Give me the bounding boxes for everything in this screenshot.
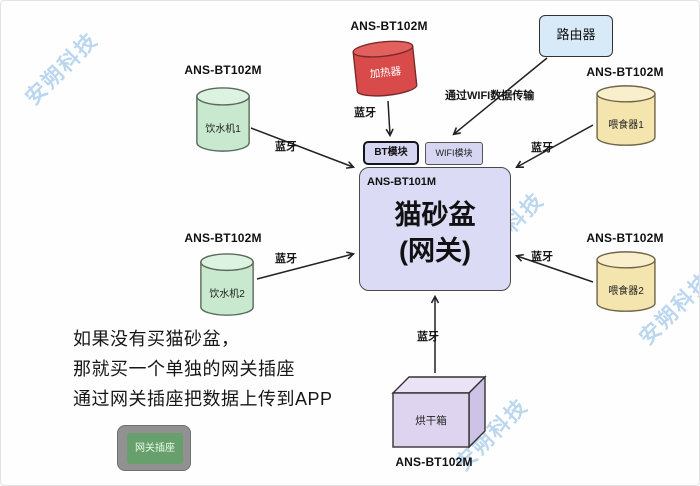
gateway-socket-label: 网关插座 (127, 433, 183, 464)
note-line-2: 那就买一个单独的网关插座 (73, 359, 295, 379)
bt-module-box: BT模块 (363, 141, 419, 165)
note-line-3: 通过网关插座把数据上传到APP (73, 389, 333, 409)
arrow-feeder1-to-gateway (517, 124, 594, 167)
device-water1: 饮水机1 (195, 87, 251, 153)
device-model-water1: ANS-BT102M (184, 63, 262, 77)
cylinder-shape (195, 87, 251, 153)
bt-label-heater: 蓝牙 (354, 107, 376, 119)
bt-label-water2: 蓝牙 (275, 253, 297, 265)
arrow-heater-to-bt-module (388, 100, 390, 135)
device-label-water1: 饮水机1 (205, 124, 241, 135)
arrow-feeder2-to-gateway (517, 256, 594, 283)
device-label-dryer: 烘干箱 (415, 415, 447, 427)
gateway-box: ANS-BT101M 猫砂盆 (网关) (359, 167, 511, 291)
device-model-heater: ANS-BT102M (350, 19, 428, 33)
device-model-water2: ANS-BT102M (184, 231, 262, 245)
gateway-socket: 网关插座 (117, 425, 191, 471)
device-model-feeder2: ANS-BT102M (586, 231, 664, 245)
device-label-water2: 饮水机2 (209, 289, 245, 300)
arrow-water1-to-gateway (250, 127, 353, 167)
watermark-text: 安朔科技 (21, 28, 103, 110)
cylinder-shape (595, 251, 657, 313)
device-label-feeder1: 喂食器1 (608, 120, 644, 131)
bt-label-dryer: 蓝牙 (417, 331, 439, 343)
device-dryer: 烘干箱 (391, 375, 487, 449)
box-3d-shape (391, 375, 487, 449)
device-feeder2: 喂食器2 (595, 251, 657, 313)
device-model-feeder1: ANS-BT102M (586, 65, 664, 79)
bt-label-water1: 蓝牙 (275, 141, 297, 153)
cylinder-shape (595, 85, 657, 147)
device-model-dryer: ANS-BT102M (395, 455, 473, 469)
device-water2: 饮水机2 (199, 253, 255, 317)
arrow-water2-to-gateway (256, 254, 353, 280)
gateway-title: 猫砂盆 (394, 200, 476, 230)
device-heater: 加热器 (350, 38, 420, 100)
cylinder-shape (199, 253, 255, 317)
gateway-subtitle: (网关) (399, 236, 471, 266)
device-label-feeder2: 喂食器2 (608, 286, 644, 297)
note-line-1: 如果没有买猫砂盆， (73, 329, 240, 349)
bt-label-feeder1: 蓝牙 (531, 142, 553, 154)
bt-label-feeder2: 蓝牙 (531, 251, 553, 263)
gateway-model: ANS-BT101M (367, 176, 437, 188)
wifi-module-box: WIFI模块 (425, 142, 483, 165)
cylinder-shape (350, 38, 420, 100)
wifi-transfer-note: 通过WIFI数据传输 (445, 90, 535, 102)
device-feeder1: 喂食器1 (595, 85, 657, 147)
router-box: 路由器 (539, 15, 613, 57)
